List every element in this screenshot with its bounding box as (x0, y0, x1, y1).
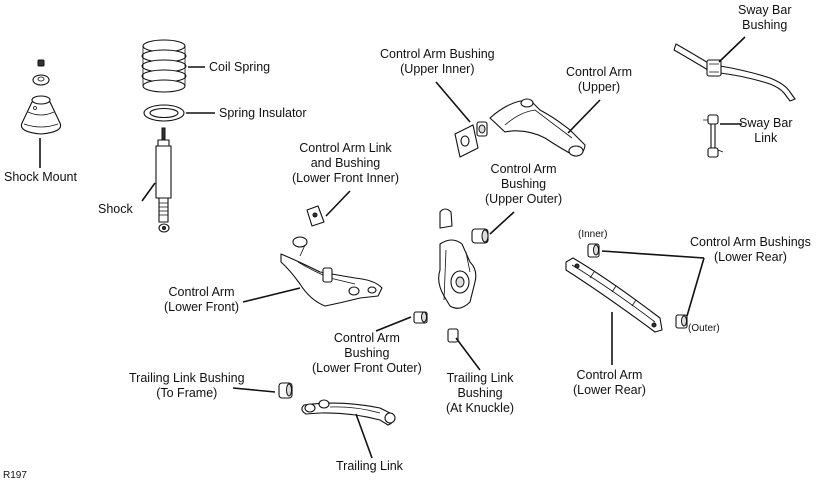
trailing-link-bushing-frame-part (278, 382, 293, 399)
trailing-link-part (301, 399, 396, 426)
knuckle-part (413, 208, 489, 343)
label-control-arm-lower-rear: Control Arm(Lower Rear) (573, 368, 646, 397)
sway-bar-bushing-leader (718, 36, 746, 63)
lower-front-inner-link-part (306, 205, 325, 227)
sway-bar-link-part (703, 114, 724, 158)
lower-rear-bushings-part (587, 243, 688, 329)
sway-bar-part (673, 43, 796, 102)
shock-part (155, 127, 172, 233)
coil-spring-part (141, 39, 187, 93)
lower-front-outer-leader (375, 316, 412, 332)
label-trailing-link-bushing-to-frame: Trailing Link Bushing(To Frame) (129, 371, 245, 400)
label-control-arm-bushing-upper-inner: Control Arm Bushing(Upper Inner) (380, 47, 495, 76)
control-arm-lower-front-leader (242, 287, 301, 303)
shock-mount-part (20, 59, 62, 135)
spring-insulator-part (143, 104, 185, 122)
shock-leader (141, 182, 156, 202)
label-spring-insulator: Spring Insulator (219, 106, 307, 120)
label-inner: (Inner) (578, 229, 608, 240)
control-arm-lower-rear-part (565, 257, 663, 333)
control-arm-upper-part (489, 98, 586, 157)
label-shock-mount: Shock Mount (4, 170, 77, 184)
trailing-link-bushing-frame-leader (232, 387, 276, 393)
control-arm-lower-front-part (280, 236, 383, 307)
knuckle-bushing-leader (455, 337, 481, 371)
lower-rear-bushings-leader-inner (601, 250, 705, 259)
label-control-arm-bushings-lower-rear: Control Arm Bushings(Lower Rear) (690, 235, 811, 264)
label-control-arm-lower-front: Control Arm(Lower Front) (164, 285, 240, 314)
lower-rear-bushings-leader-outer (686, 257, 705, 317)
figure-code: R197 (3, 470, 27, 480)
label-trailing-link: Trailing Link (336, 459, 403, 473)
label-shock: Shock (98, 202, 133, 216)
lower-front-inner-leader (325, 190, 351, 217)
control-arm-upper-leader (567, 99, 601, 134)
label-coil-spring: Coil Spring (209, 60, 271, 74)
label-outer: (Outer) (688, 323, 720, 334)
trailing-link-leader (355, 413, 373, 459)
upper-inner-bushing-leader (435, 81, 471, 123)
label-control-arm-upper: Control Arm(Upper) (566, 65, 632, 94)
upper-inner-bushing-part (454, 121, 488, 158)
upper-outer-bushing-leader (489, 211, 515, 235)
